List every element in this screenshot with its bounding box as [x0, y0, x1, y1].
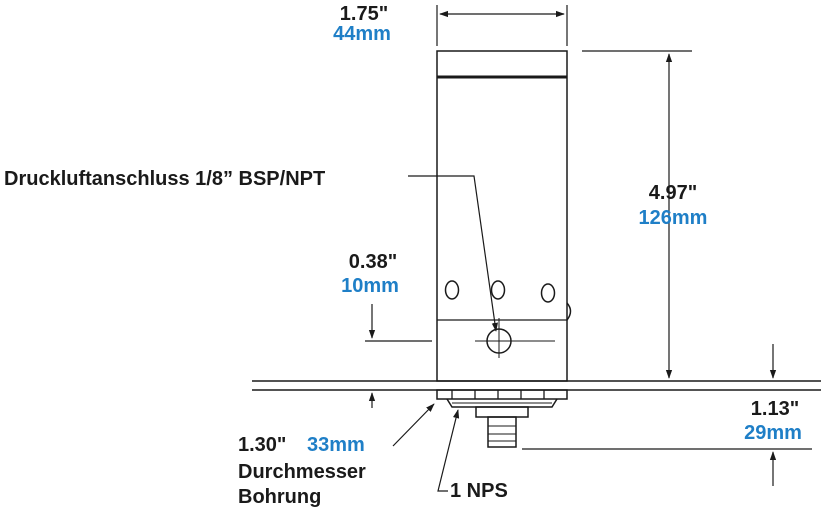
height-mm-label: 126mm — [639, 207, 708, 229]
side-holes — [444, 280, 572, 321]
air-port — [475, 318, 555, 358]
port-offset-dimension: 0.38" 10mm — [341, 251, 432, 408]
bore-word1-label: Durchmesser — [238, 461, 366, 483]
height-dimension: 4.97" 126mm — [582, 50, 708, 379]
thread-depth-inch-label: 1.13" — [751, 398, 799, 420]
height-inch-label: 4.97" — [649, 182, 697, 204]
thread-depth-dimension: 1.13" 29mm — [522, 344, 812, 486]
port-offset-inch-label: 0.38" — [349, 251, 397, 273]
air-port-callout: Druckluftanschluss 1/8” BSP/NPT — [4, 168, 498, 332]
mounting-plate — [252, 380, 821, 391]
width-mm-label: 44mm — [333, 23, 391, 45]
thread-label: 1 NPS — [450, 480, 508, 502]
bore-callout: 1.30" 33mm Durchmesser Bohrung — [238, 403, 435, 508]
air-port-label: Druckluftanschluss 1/8” BSP/NPT — [4, 168, 325, 190]
width-inch-label: 1.75" — [340, 3, 388, 25]
port-offset-mm-label: 10mm — [341, 275, 399, 297]
bottom-fitting — [436, 389, 568, 448]
bore-inch-label: 1.30" — [238, 434, 286, 456]
thread-depth-mm-label: 29mm — [744, 422, 802, 444]
bore-mm-label: 33mm — [307, 434, 365, 456]
bore-word2-label: Bohrung — [238, 486, 321, 508]
width-dimension: 1.75" 44mm — [333, 3, 568, 46]
thread-callout: 1 NPS — [437, 409, 508, 502]
unit-body — [436, 50, 568, 382]
